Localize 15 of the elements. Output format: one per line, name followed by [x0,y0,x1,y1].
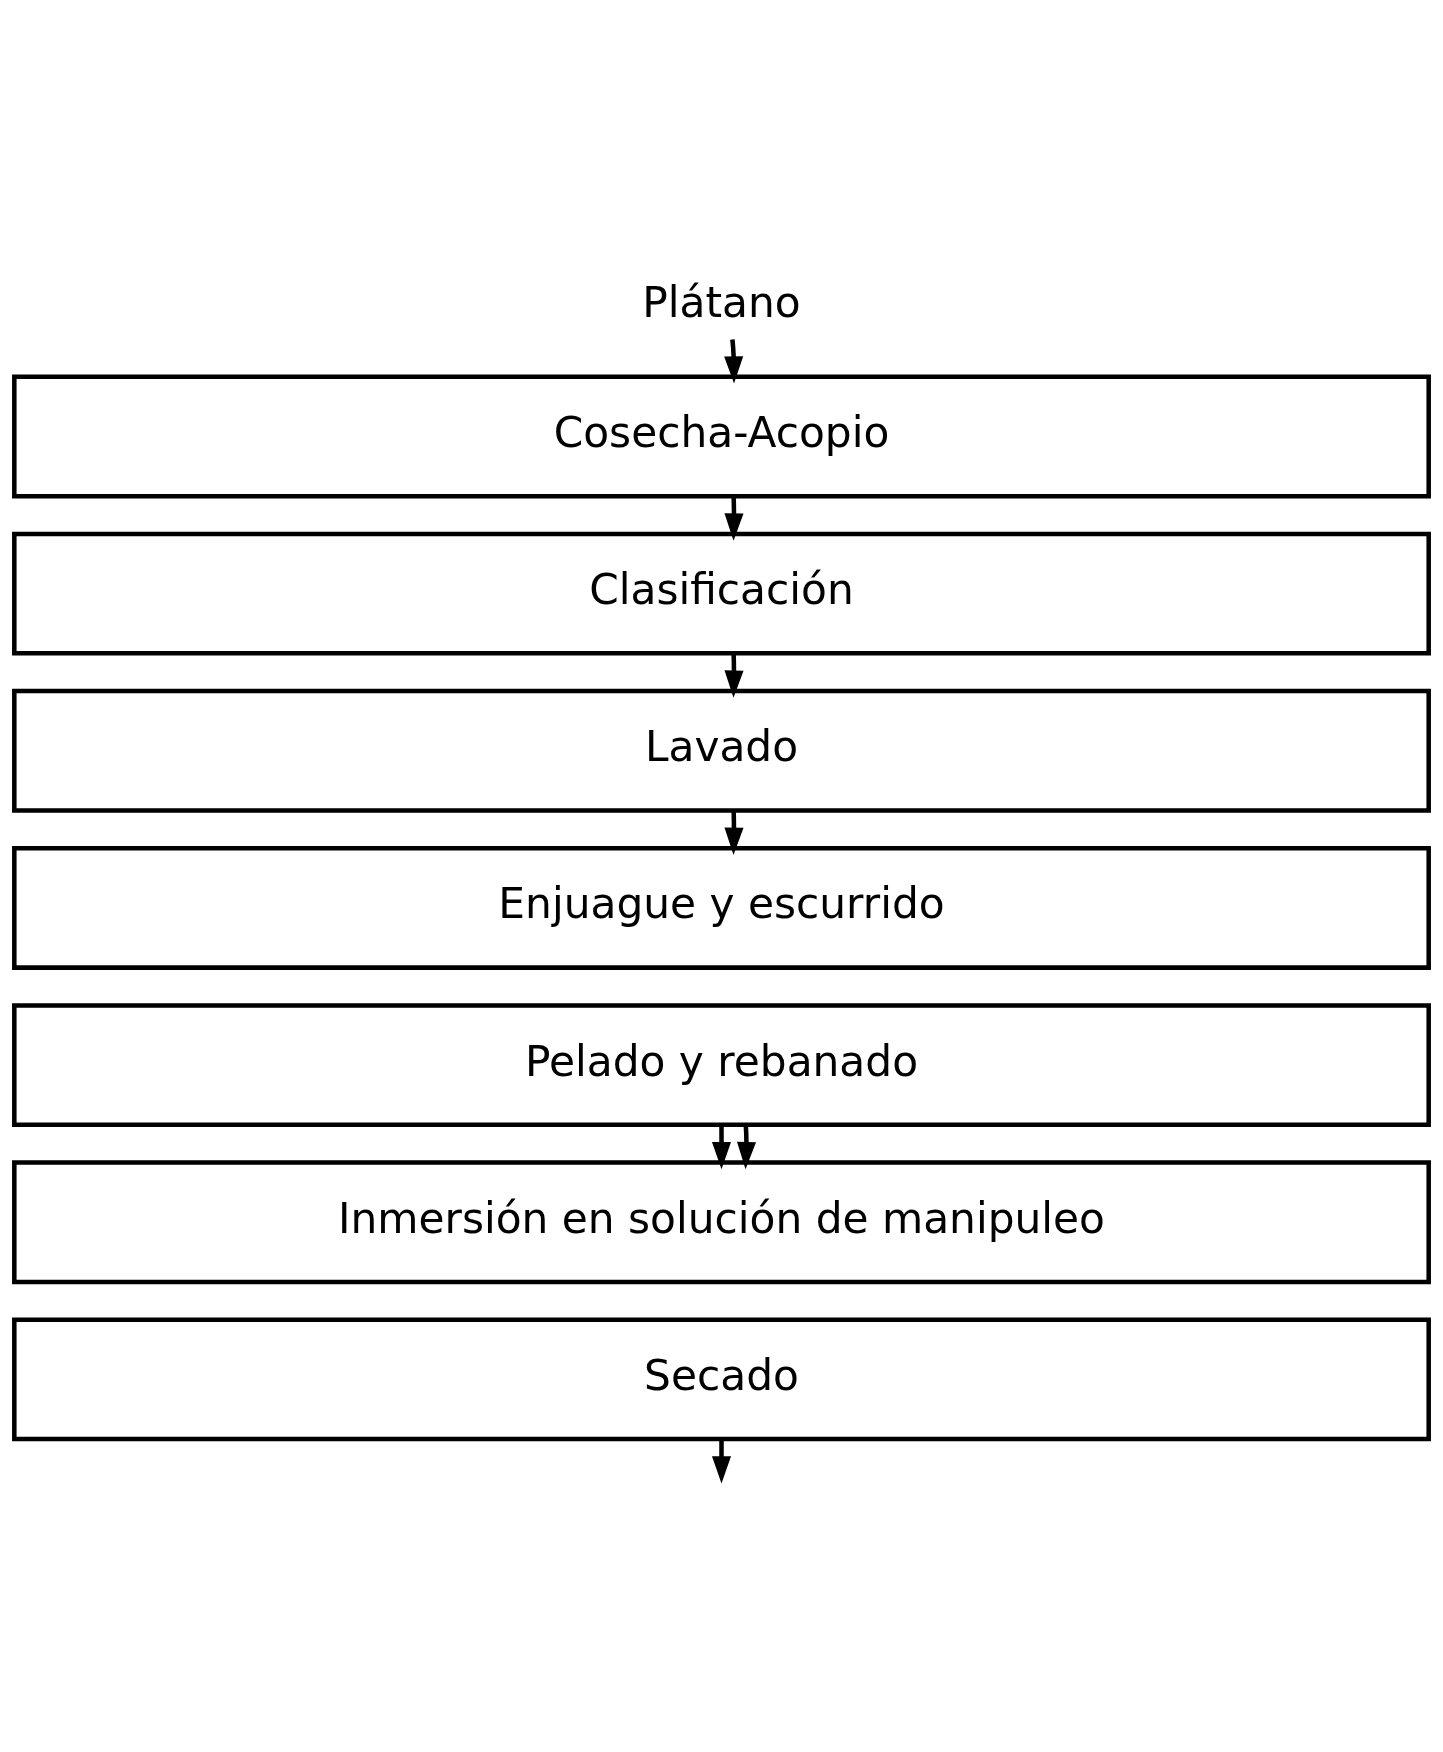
node-box: Inmersión en solución de manipuleo [12,1160,1431,1285]
node-box: Clasificación [12,531,1431,656]
arrow [724,653,744,698]
node-box: Pelado y rebanado [12,1003,1431,1128]
node-box: Lavado [12,688,1431,813]
node-box: Cosecha-Acopio [12,374,1431,499]
arrow [711,1124,732,1170]
node-text: Plátano [642,277,801,327]
arrow [724,496,744,541]
arrow [724,810,744,855]
arrow [711,1439,732,1484]
arrow [724,339,744,384]
node-box: Secado [12,1317,1431,1442]
arrow [737,1124,757,1170]
node-box: Enjuague y escurrido [12,846,1431,970]
